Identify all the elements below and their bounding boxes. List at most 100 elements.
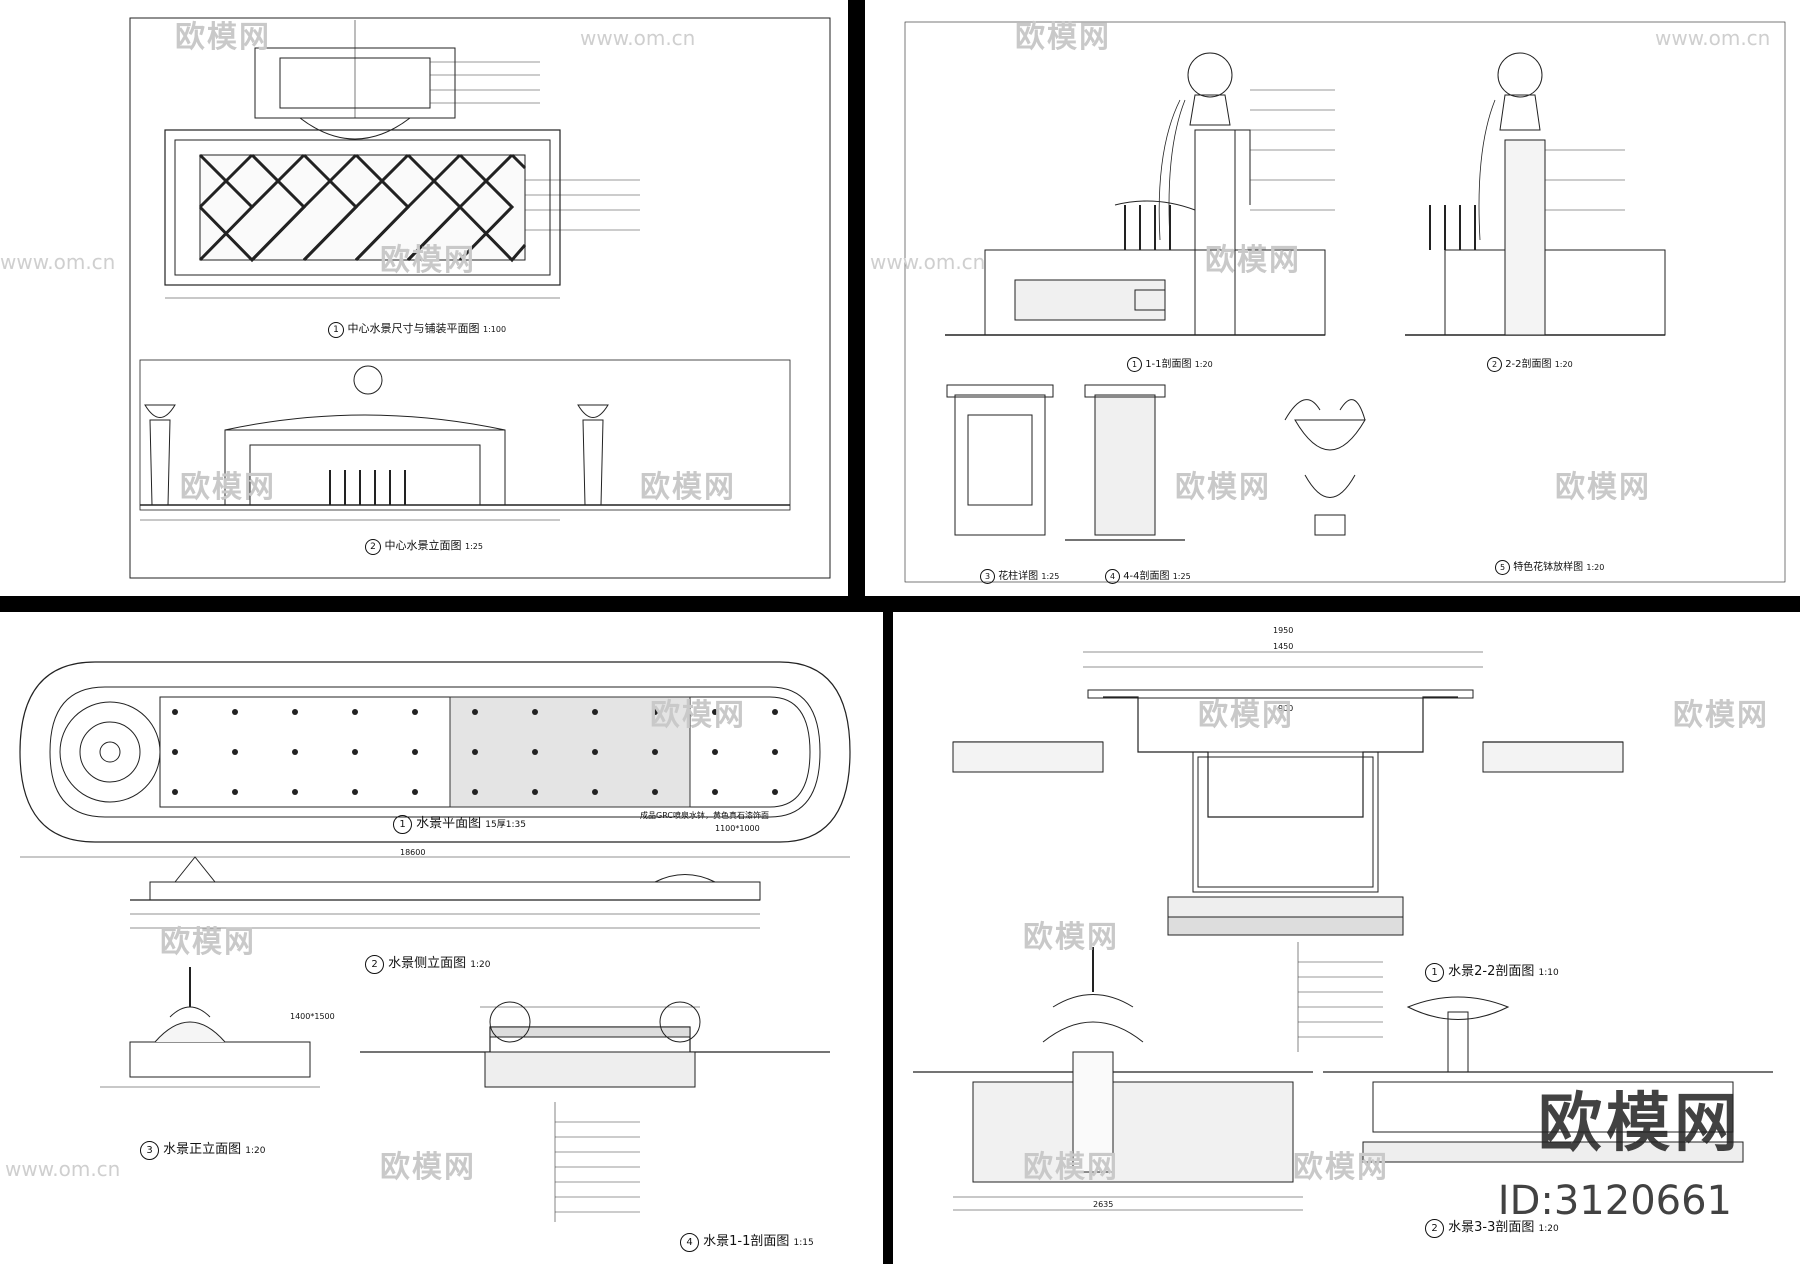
fountain-jets: [172, 709, 778, 795]
caption-number: 3: [980, 569, 995, 584]
caption-bl-3: 3 水景正立面图 1:20: [140, 1138, 266, 1160]
watermark-brand: 欧模网: [1015, 20, 1111, 55]
watermark-url: www.om.cn: [0, 250, 116, 274]
section-drawing: [904, 21, 1786, 583]
jet-dot: [532, 749, 538, 755]
caption-scale: 1:25: [1172, 572, 1191, 581]
label-dim-4: 2635: [1093, 1200, 1114, 1209]
caption-tl-2: 2 中心水景立面图 1:25: [365, 537, 483, 555]
caption-bl-4: 4 水景1-1剖面图 1:15: [680, 1230, 814, 1252]
caption-scale: 1:25: [465, 542, 483, 551]
jet-dot: [472, 749, 478, 755]
watermark-brand: 欧模网: [380, 243, 476, 278]
caption-number: 2: [365, 539, 381, 555]
caption-scale: 1:25: [1041, 572, 1060, 581]
diamond-tile-pattern: [198, 153, 527, 263]
caption-tr-5: 5 特色花钵放样图 1:20: [1495, 558, 1604, 575]
sheet-top-right: 1 1-1剖面图 1:20 2 2-2剖面图 1:20 3 花柱详图 1:25 …: [865, 0, 1800, 596]
watermark-brand: 欧模网: [175, 20, 271, 55]
caption-number: 2: [1487, 357, 1502, 372]
jet-dot: [172, 709, 178, 715]
caption-number: 3: [140, 1141, 159, 1160]
sheet-top-left: 1 中心水景尺寸与铺装平面图 1:100 2 中心水景立面图 1:25 欧模网 …: [0, 0, 848, 596]
watermark-brand: 欧模网: [180, 470, 276, 505]
label-dim-3: 900: [1278, 704, 1294, 713]
watermark-brand: 欧模网: [1175, 470, 1271, 505]
caption-scale: 1:20: [245, 1146, 266, 1156]
caption-number: 4: [1105, 569, 1120, 584]
jet-dot: [352, 749, 358, 755]
caption-number: 4: [680, 1233, 699, 1252]
label-dim-2: 1450: [1273, 642, 1294, 651]
jet-dot: [592, 789, 598, 795]
watermark-brand: 欧模网: [380, 1150, 476, 1185]
watermark-brand: 欧模网: [1205, 243, 1301, 278]
caption-tr-2: 2 2-2剖面图 1:20: [1487, 355, 1573, 372]
brand-logo-text: 欧模网: [1538, 1087, 1742, 1161]
caption-title: 中心水景尺寸与铺装平面图: [347, 322, 480, 335]
jet-dot: [232, 749, 238, 755]
jet-dot: [172, 749, 178, 755]
watermark-brand: 欧模网: [1555, 470, 1651, 505]
caption-tr-4: 4 4-4剖面图 1:25: [1105, 567, 1191, 584]
jet-dot: [172, 789, 178, 795]
caption-scale: 1:20: [1586, 563, 1605, 572]
caption-scale: 15厚1:35: [485, 820, 526, 830]
jet-dot: [592, 749, 598, 755]
jet-dot: [292, 749, 298, 755]
caption-tr-3: 3 花柱详图 1:25: [980, 567, 1059, 584]
jet-dot: [472, 709, 478, 715]
plan-elevation-drawing: [129, 17, 831, 579]
grid-fill-area: [449, 696, 691, 808]
caption-scale: 1:20: [1194, 360, 1213, 369]
sheet-bottom-left: 成品GRC喷泉水钵，黄色真石漆饰面 1100*1000 1400*1500 18…: [0, 612, 883, 1264]
caption-title: 水景侧立面图: [388, 956, 467, 971]
caption-number: 1: [1425, 963, 1444, 982]
jet-dot: [232, 709, 238, 715]
caption-scale: 1:100: [483, 325, 507, 334]
caption-number: 2: [1425, 1219, 1444, 1238]
watermark-brand: 欧模网: [1023, 920, 1119, 955]
jet-dot: [412, 709, 418, 715]
caption-title: 水景3-3剖面图: [1448, 1220, 1535, 1235]
caption-title: 1-1剖面图: [1145, 359, 1192, 370]
caption-br-1: 1 水景2-2剖面图 1:10: [1425, 960, 1559, 982]
watermark-brand: 欧模网: [650, 698, 746, 733]
label-size-1: 1100*1000: [715, 824, 760, 833]
caption-number: 2: [365, 955, 384, 974]
watermark-brand: 欧模网: [1673, 698, 1769, 733]
caption-title: 中心水景立面图: [384, 539, 462, 552]
label-dim: 18600: [400, 848, 426, 857]
jet-dot: [352, 789, 358, 795]
label-product: 成品GRC喷泉水钵，黄色真石漆饰面: [640, 811, 769, 820]
caption-number: 5: [1495, 560, 1510, 575]
caption-title: 花柱详图: [998, 571, 1039, 582]
jet-dot: [532, 709, 538, 715]
watermark-brand: 欧模网: [640, 470, 736, 505]
jet-dot: [292, 789, 298, 795]
jet-dot: [232, 789, 238, 795]
caption-scale: 1:20: [1554, 360, 1573, 369]
jet-dot: [352, 709, 358, 715]
watermark-brand: 欧模网: [1198, 698, 1294, 733]
caption-title: 2-2剖面图: [1505, 359, 1552, 370]
jet-dot: [652, 749, 658, 755]
fountain-plan-drawing: [19, 661, 851, 1222]
jet-dot: [532, 789, 538, 795]
watermark-url: www.om.cn: [5, 1157, 121, 1181]
jet-dot: [652, 789, 658, 795]
jet-dot: [772, 789, 778, 795]
caption-title: 水景正立面图: [163, 1142, 242, 1157]
caption-scale: 1:15: [793, 1238, 814, 1248]
caption-bl-2: 2 水景侧立面图 1:20: [365, 952, 491, 974]
caption-number: 1: [328, 322, 344, 338]
watermark-brand: 欧模网: [1023, 1150, 1119, 1185]
caption-tr-1: 1 1-1剖面图 1:20: [1127, 355, 1213, 372]
caption-scale: 1:20: [1538, 1224, 1559, 1234]
jet-dot: [472, 789, 478, 795]
fountain-section-drawing: [913, 651, 1773, 1211]
caption-tl-1: 1 中心水景尺寸与铺装平面图 1:100: [328, 320, 506, 338]
jet-dot: [712, 749, 718, 755]
jet-dot: [652, 709, 658, 715]
watermark-brand: 欧模网: [160, 925, 256, 960]
